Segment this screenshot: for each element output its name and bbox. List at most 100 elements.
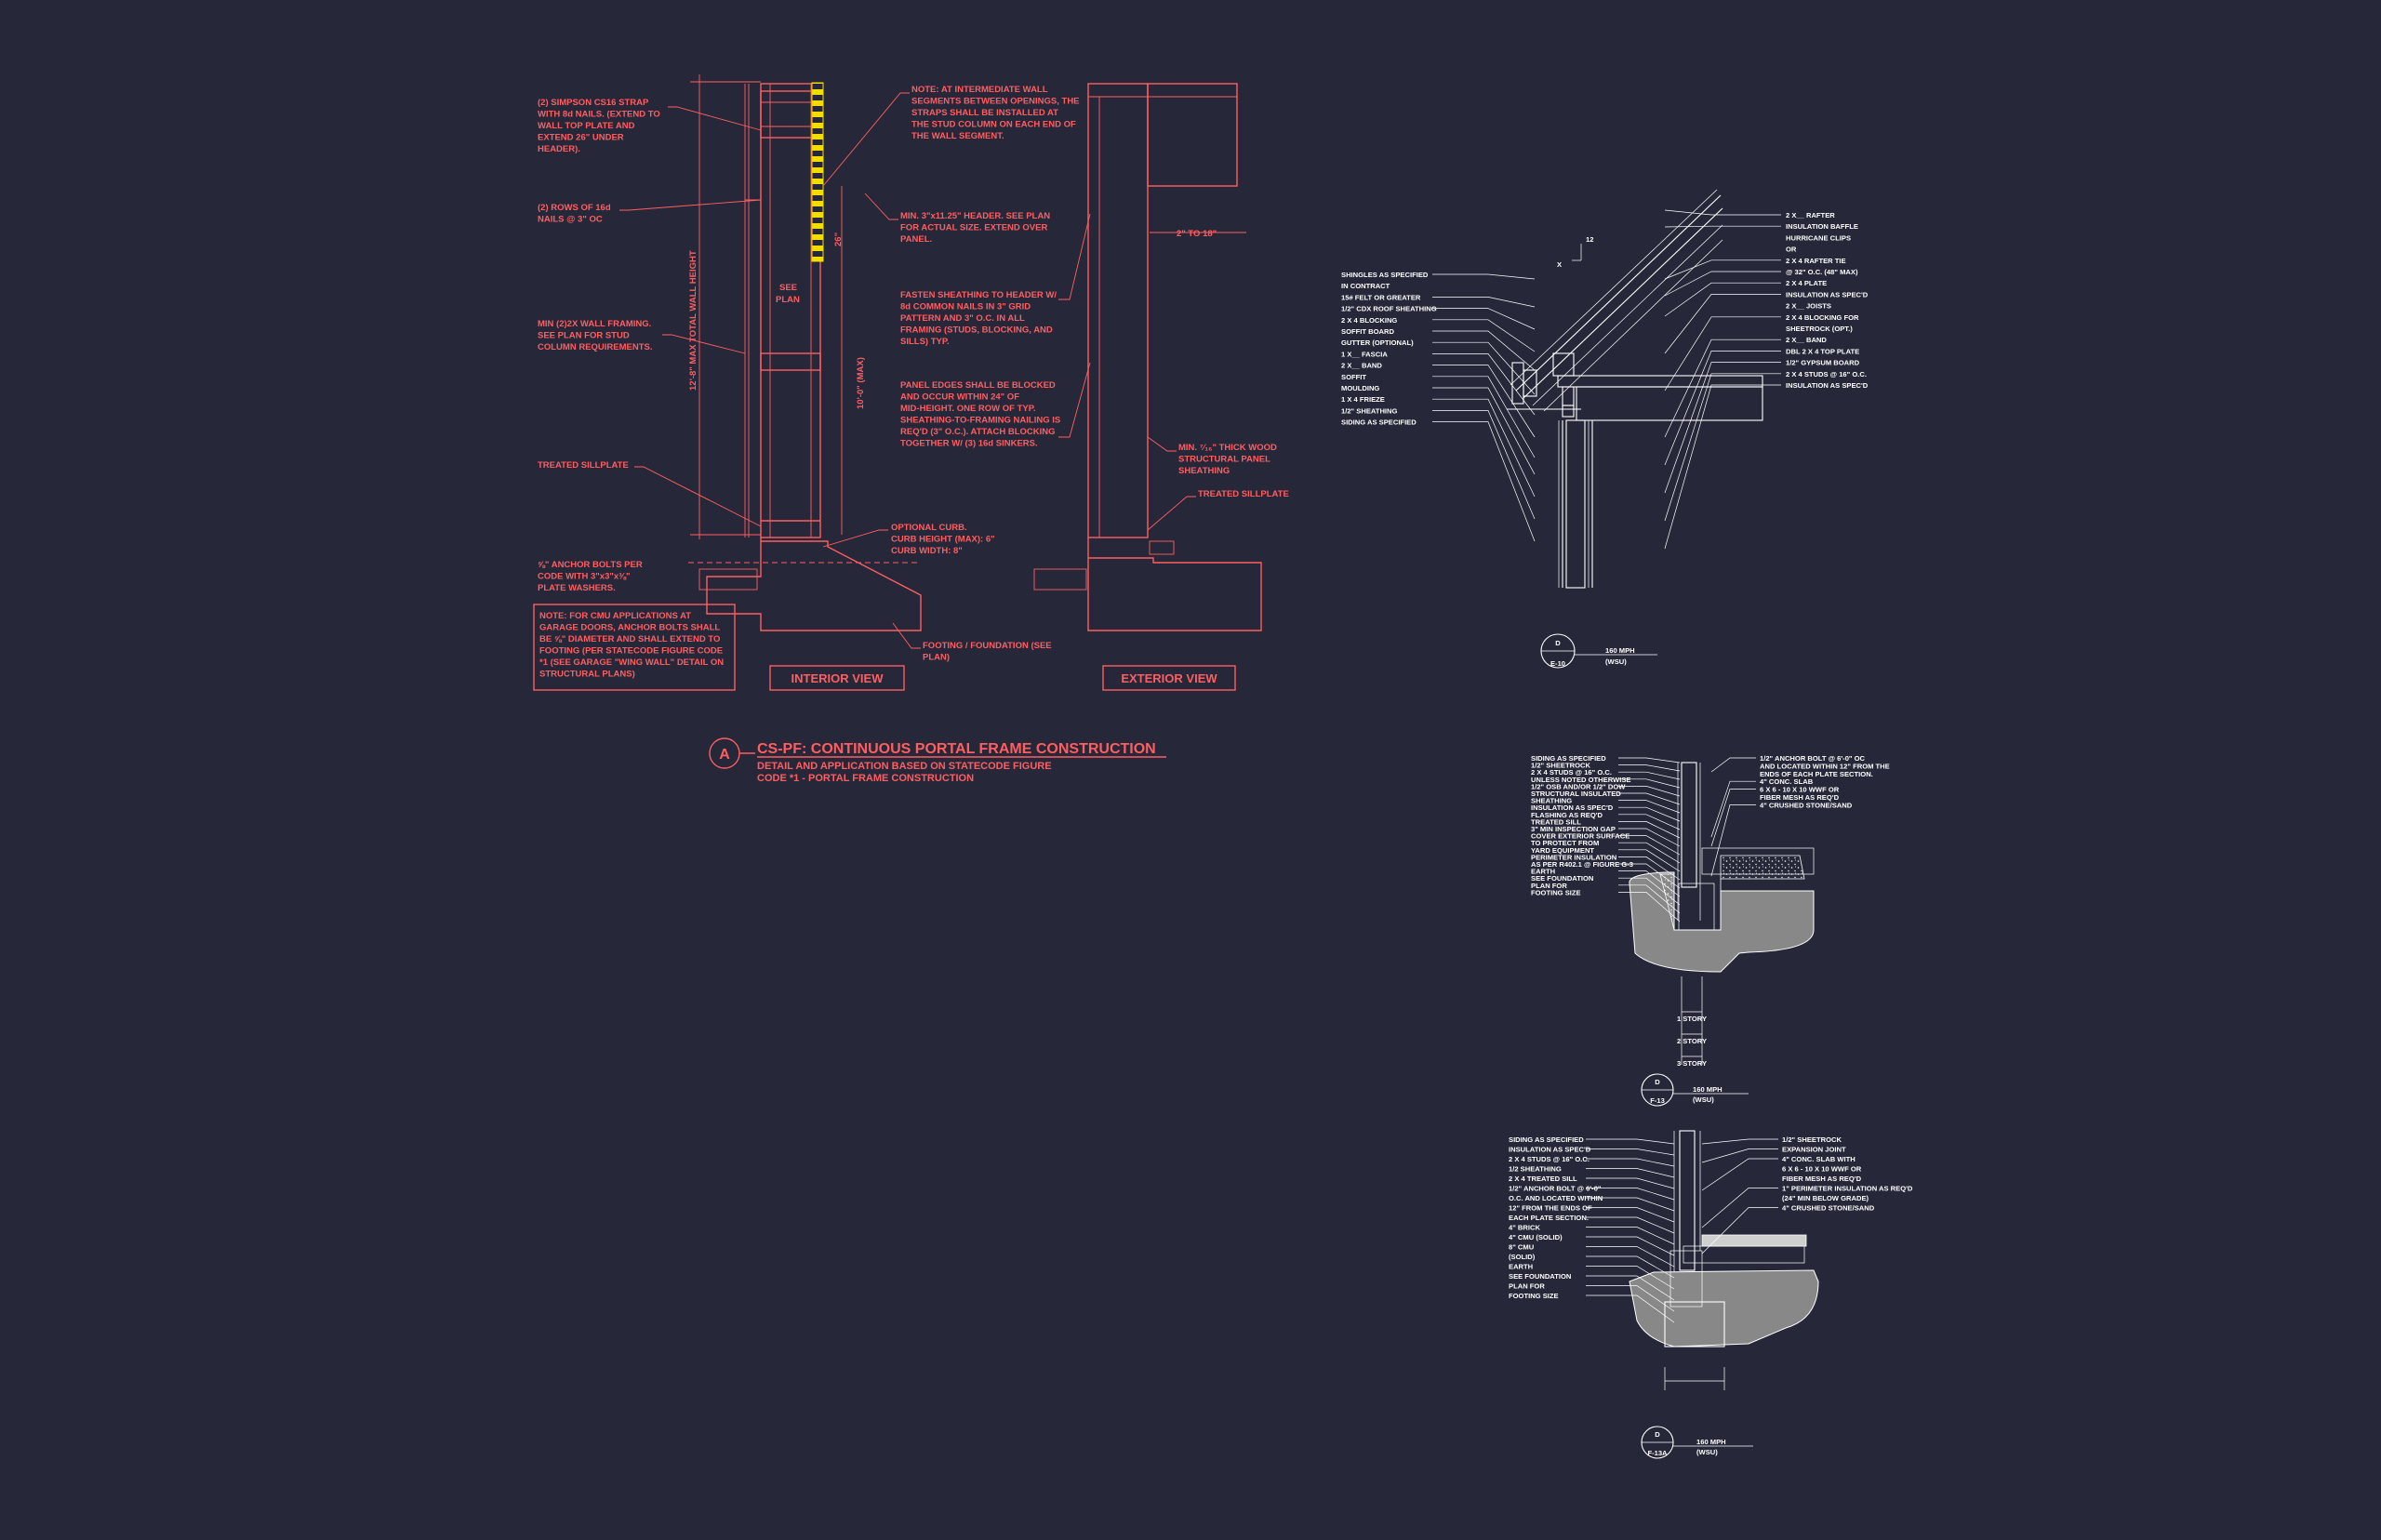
f13a-right-label: 6 X 6 - 10 X 10 WWF OR	[1782, 1165, 1862, 1174]
detail-a-portal-frame: 12'-8" MAX TOTAL WALL HEIGHT 10'-0" (MAX…	[533, 74, 1289, 784]
e10-left-label: 15# FELT OR GREATER	[1341, 293, 1421, 301]
f13a-tag-speed: 160 MPH	[1696, 1438, 1726, 1446]
f13-left-label: 3" MIN INSPECTION GAP	[1531, 825, 1616, 833]
e10-right-label: 2 X 4 BLOCKING FOR	[1786, 313, 1859, 322]
f13-detail-tag: D F-13 160 MPH (WSU)	[1641, 1073, 1749, 1107]
e10-left-label: GUTTER (OPTIONAL)	[1341, 339, 1414, 347]
e10-tag-speed: 160 MPH	[1605, 646, 1635, 655]
cs16-strap	[811, 82, 824, 262]
f13a-left-label: FOOTING SIZE	[1509, 1292, 1559, 1300]
f13a-right-label: 4" CONC. SLAB WITH	[1782, 1155, 1856, 1163]
f13a-right-label: FIBER MESH AS REQ'D	[1782, 1175, 1862, 1183]
strap-dim-label: 26"	[833, 232, 844, 246]
cmu-note: NOTE: FOR CMU APPLICATIONS AT GARAGE DOO…	[539, 611, 726, 680]
f13a-left-label: SEE FOUNDATION	[1509, 1272, 1571, 1281]
f13a-left-label: 2 X 4 STUDS @ 16" O.C.	[1509, 1155, 1590, 1163]
e10-right-label: @ 32" O.C. (48" MAX)	[1786, 268, 1858, 276]
f13a-left-label: PLAN FOR	[1509, 1282, 1545, 1291]
e10-right-label: 2 X__ RAFTER	[1786, 211, 1835, 219]
roof-pitch: 12	[1586, 235, 1593, 244]
note-header: MIN. 3"x11.25" HEADER. SEE PLAN FOR ACTU…	[900, 211, 1053, 245]
f13a-right-label: (24" MIN BELOW GRADE)	[1782, 1194, 1869, 1202]
roof-pitch-x: X	[1557, 260, 1562, 269]
note-sillplate: TREATED SILLPLATE	[538, 460, 629, 471]
detail-title: CS-PF: CONTINUOUS PORTAL FRAME CONSTRUCT…	[757, 741, 1156, 757]
note-wood-panel: MIN. ⁷⁄₁₆" THICK WOOD STRUCTURAL PANEL S…	[1178, 443, 1280, 476]
e10-right-label: 2 X 4 PLATE	[1786, 279, 1827, 287]
f13-left-label: YARD EQUIPMENT	[1531, 846, 1594, 855]
f13-tag-letter: D	[1655, 1078, 1660, 1086]
f13-tag-speed: 160 MPH	[1693, 1085, 1723, 1094]
note-strap: (2) SIMPSON CS16 STRAP WITH 8d NAILS. (E…	[538, 98, 662, 154]
e10-right-label: 2 X 4 RAFTER TIE	[1786, 257, 1846, 265]
interior-view-framing	[744, 82, 824, 538]
note-ext-sillplate: TREATED SILLPLATE	[1198, 489, 1289, 499]
f13-left-label: STRUCTURAL INSULATED	[1531, 790, 1621, 798]
e10-left-label: 1 X 4 FRIEZE	[1341, 395, 1385, 404]
e10-tag-code: E-10	[1550, 659, 1565, 668]
interior-view-label: INTERIOR VIEW	[791, 671, 885, 685]
e10-left-label: 2 X 4 BLOCKING	[1341, 316, 1397, 325]
f13a-right-label: 1" PERIMETER INSULATION AS REQ'D	[1782, 1185, 1913, 1193]
e10-left-label: SOFFIT BOARD	[1341, 327, 1394, 336]
e10-left-label: SIDING AS SPECIFIED	[1341, 418, 1417, 427]
exterior-view-label: EXTERIOR VIEW	[1121, 671, 1217, 685]
e10-right-label: OR	[1786, 246, 1797, 254]
f13-left-label: PERIMETER INSULATION	[1531, 853, 1616, 861]
f13-left-label: COVER EXTERIOR SURFACE	[1531, 832, 1629, 841]
detail-a-right-notes: NOTE: AT INTERMEDIATE WALL SEGMENTS BETW…	[822, 85, 1289, 663]
e10-right-label: 2 X__ JOISTS	[1786, 302, 1831, 311]
detail-subtitle-2: CODE *1 - PORTAL FRAME CONSTRUCTION	[757, 773, 974, 784]
f13-left-label: TO PROTECT FROM	[1531, 839, 1599, 847]
f13a-tag-code: F-13A	[1647, 1449, 1668, 1457]
e10-right-label: INSULATION AS SPEC'D	[1786, 381, 1869, 390]
e10-right-label: DBL 2 X 4 TOP PLATE	[1786, 347, 1859, 355]
cmu-note-box	[533, 604, 736, 691]
f13-left-label: SHEATHING	[1531, 797, 1572, 805]
f13a-left-label: EARTH	[1509, 1263, 1533, 1271]
f13a-left-label: 12" FROM THE ENDS OF	[1509, 1204, 1592, 1213]
e10-right-label: 2 X__ BAND	[1786, 336, 1827, 344]
f13a-left-label: 8" CMU	[1509, 1243, 1535, 1252]
f13-left-label: UNLESS NOTED OTHERWISE	[1531, 776, 1630, 784]
e10-left-label: 1 X__ FASCIA	[1341, 350, 1388, 358]
e10-left-label: SOFFIT	[1341, 373, 1366, 381]
f13-left-label: SEE FOUNDATION	[1531, 874, 1593, 883]
f13a-detail-tag: D F-13A 160 MPH (WSU)	[1641, 1426, 1753, 1459]
f13-left-label: 1/2" OSB AND/OR 1/2" DOW	[1531, 782, 1626, 790]
f13-right-label: 4" CRUSHED STONE/SAND	[1760, 801, 1853, 809]
f13-right-label: AND LOCATED WITHIN 12" FROM THE	[1760, 762, 1890, 770]
f13a-left-label: EACH PLATE SECTION.	[1509, 1214, 1589, 1222]
e10-tag-note: (WSU)	[1605, 657, 1627, 666]
exterior-view-box	[1102, 665, 1236, 691]
f13-left-label: AS PER R402.1 @ FIGURE G-3	[1531, 860, 1633, 869]
note-2-to-18: 2" TO 18"	[1177, 229, 1217, 239]
note-wall-framing: MIN (2)2X WALL FRAMING. SEE PLAN FOR STU…	[538, 319, 654, 352]
e10-left-label: MOULDING	[1341, 384, 1379, 392]
f13a-left-label: 4" BRICK	[1509, 1224, 1540, 1232]
f13-left-label: INSULATION AS SPEC'D	[1531, 803, 1614, 812]
f13a-left-label: (SOLID)	[1509, 1253, 1536, 1261]
f13-left-label: TREATED SILL	[1531, 817, 1581, 826]
e10-left-label: 1/2" CDX ROOF SHEATHING	[1341, 305, 1437, 313]
f13a-left-label: 2 X 4 TREATED SILL	[1509, 1175, 1577, 1183]
note-nails: (2) ROWS OF 16d NAILS @ 3" OC	[538, 203, 613, 225]
f13-left-label: EARTH	[1531, 868, 1555, 876]
f13-story-dim: 3 STORY	[1677, 1059, 1707, 1068]
f13a-tag-letter: D	[1655, 1430, 1660, 1439]
f13a-right-label: EXPANSION JOINT	[1782, 1146, 1846, 1154]
e10-right-label: 1/2" GYPSUM BOARD	[1786, 359, 1860, 367]
detail-subtitle-1: DETAIL AND APPLICATION BASED ON STATECOD…	[757, 761, 1052, 772]
e10-left-label: SHINGLES AS SPECIFIED	[1341, 271, 1429, 279]
note-footing: FOOTING / FOUNDATION (SEE PLAN)	[923, 641, 1054, 663]
note-intermediate: NOTE: AT INTERMEDIATE WALL SEGMENTS BETW…	[911, 85, 1082, 141]
